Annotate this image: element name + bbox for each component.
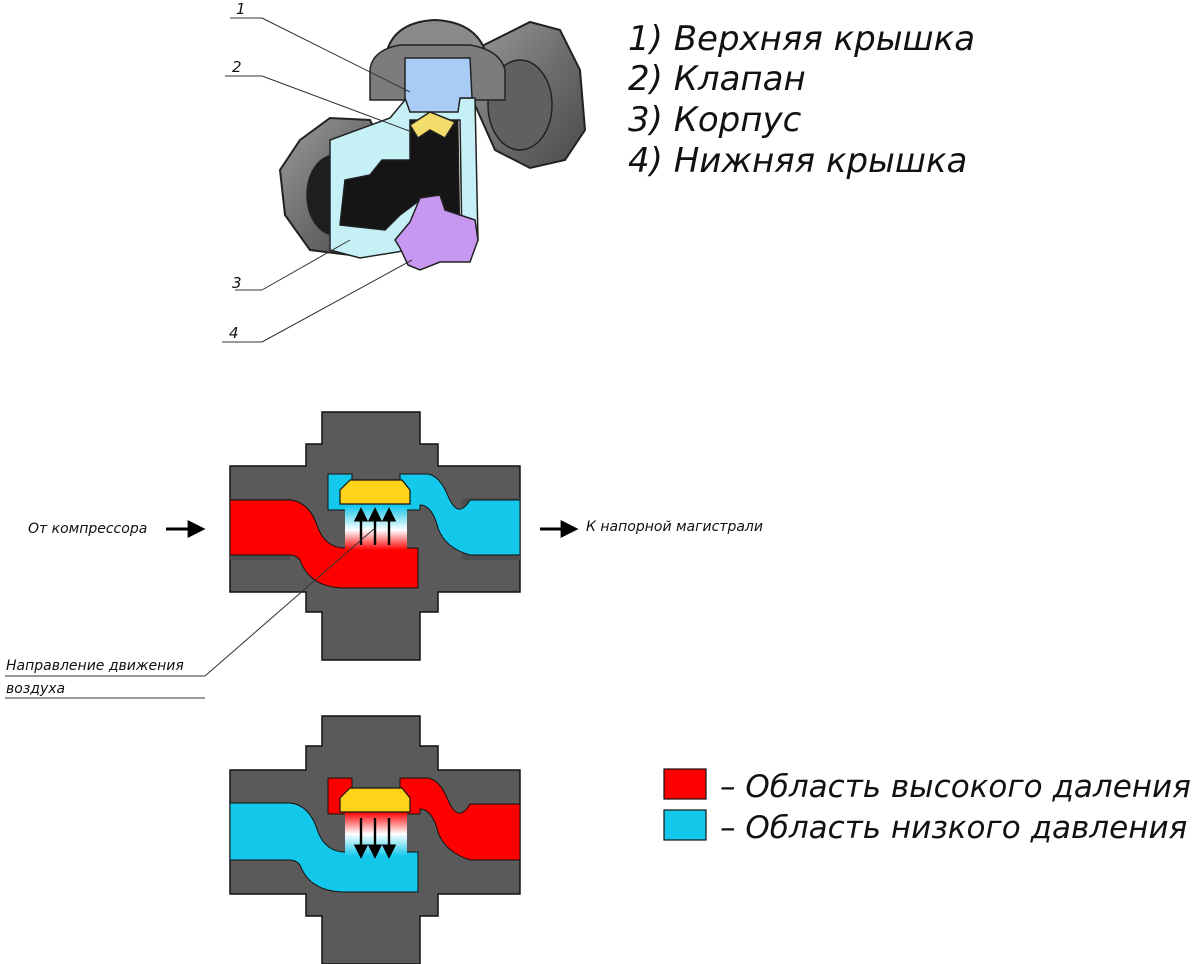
- parts-list-item-2: 2) Клапан: [628, 59, 806, 99]
- inlet-label: От компрессора: [28, 521, 147, 537]
- callout-3: 3: [232, 274, 242, 292]
- low-pressure-zone: [327, 473, 521, 556]
- part-valve: [408, 111, 457, 140]
- high-pressure-zone-closed: [327, 777, 521, 861]
- valve-disc: [339, 479, 411, 505]
- part-bottom-cover: [394, 194, 479, 271]
- parts-list: 1) Верхняя крышка 2) Клапан 3) Корпус 4)…: [628, 19, 975, 181]
- low-pressure-zone-closed: [229, 802, 419, 893]
- callout-1: 1: [236, 0, 246, 18]
- callout-4: 4: [229, 324, 239, 342]
- part-top-cover: [404, 57, 473, 113]
- direction-label-line-1: Направление движения: [6, 658, 184, 674]
- direction-label-line-2: воздуха: [6, 681, 65, 697]
- high-pressure-zone: [229, 499, 419, 589]
- section-open-flow: От компрессора К напорной магистрали Нап…: [5, 411, 763, 699]
- outlet-label: К напорной магистрали: [586, 519, 763, 535]
- legend-label-low: – Область низкого давления: [720, 810, 1187, 846]
- callout-2: 2: [232, 58, 242, 76]
- leader-lines: [222, 17, 413, 343]
- valve-disc-closed: [339, 787, 411, 813]
- legend: – Область высокого даления – Область низ…: [663, 768, 1191, 846]
- flow-arrows-up: [353, 507, 397, 545]
- cutaway-3d-view: 1 2 3 4: [222, 0, 587, 343]
- legend-swatch-high: [663, 768, 707, 800]
- flow-arrows-down: [353, 818, 397, 859]
- legend-label-high: – Область высокого даления: [720, 769, 1191, 805]
- section-closed-flow: [229, 715, 521, 964]
- parts-list-item-4: 4) Нижняя крышка: [628, 141, 967, 181]
- parts-list-item-1: 1) Верхняя крышка: [628, 19, 975, 59]
- legend-swatch-low: [663, 809, 707, 841]
- parts-list-item-3: 3) Корпус: [628, 100, 802, 140]
